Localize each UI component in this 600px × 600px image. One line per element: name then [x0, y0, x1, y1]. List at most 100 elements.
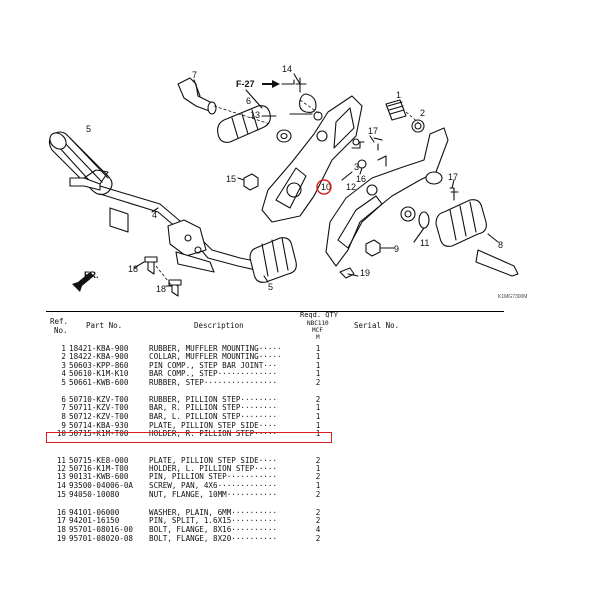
header-description: Description: [194, 321, 244, 330]
highlight-circle-callout-10: [316, 179, 332, 195]
callout-12[interactable]: 12: [346, 182, 356, 192]
flange-bolt-18: [144, 256, 182, 297]
pillion-step-bar-r: [177, 77, 217, 115]
callout-18-lower[interactable]: 18: [156, 284, 166, 294]
ref-no-cell: 13: [56, 472, 66, 481]
header-qty-line2: NBC110: [307, 320, 329, 327]
pillion-step-rubber-upper: [217, 105, 271, 143]
header-qty-line1: Reqd. QTY: [300, 311, 338, 319]
qty-cell: 1: [315, 421, 321, 430]
qty-cell: 2: [315, 456, 321, 465]
callout-1[interactable]: 1: [396, 90, 401, 100]
callout-10[interactable]: 10: [321, 182, 331, 192]
description-cell: HOLDER, R. PILLION STEP·····: [149, 429, 278, 438]
ref-no-cell: 11: [56, 456, 66, 465]
description-cell: COLLAR, MUFFLER MOUNTING·····: [149, 352, 282, 361]
ref-no-cell: 15: [56, 490, 66, 499]
description-cell: PLATE, PILLION STEP SIDE····: [149, 456, 278, 465]
description-cell: PIN COMP., STEP BAR JOINT···: [149, 361, 278, 370]
callout-18-left[interactable]: 18: [128, 264, 138, 274]
callout-9[interactable]: 9: [394, 244, 399, 254]
qty-cell: 1: [315, 361, 321, 370]
qty-cell: 1: [315, 352, 321, 361]
part-no-cell: 18422-KBA-900: [69, 352, 129, 361]
callout-14[interactable]: 14: [282, 64, 292, 74]
description-cell: PIN, PILLION STEP···········: [149, 472, 278, 481]
part-no-cell: 50716-K1M-T00: [69, 464, 129, 473]
pillion-step-bar-l: [435, 199, 519, 277]
qty-cell: 1: [315, 481, 321, 490]
description-cell: BOLT, FLANGE, 8X16··········: [149, 525, 278, 534]
callout-5-lower[interactable]: 5: [268, 282, 273, 292]
qty-cell: 2: [315, 534, 321, 543]
callout-17-left[interactable]: 17: [368, 126, 378, 136]
part-no-cell: 50712-KZV-T00: [69, 412, 129, 421]
description-cell: BOLT, FLANGE, 8X20··········: [149, 534, 278, 543]
section-reference-arrow: [262, 80, 280, 88]
qty-cell: 2: [315, 395, 321, 404]
callout-11[interactable]: 11: [420, 238, 429, 248]
description-cell: NUT, FLANGE, 10MM···········: [149, 490, 278, 499]
step-rubber-left: [48, 131, 113, 196]
callout-6[interactable]: 6: [246, 96, 251, 106]
ref-no-cell: 2: [61, 352, 66, 361]
callout-2[interactable]: 2: [420, 108, 425, 118]
part-no-cell: 50610-K1M-K10: [69, 369, 129, 378]
table-separator: [46, 311, 504, 312]
qty-cell: 1: [315, 403, 321, 412]
figure-code: K1MG7300M: [498, 294, 527, 300]
header-part-no: Part No.: [86, 321, 123, 330]
part-no-cell: 50714-KBA-930: [69, 421, 129, 430]
qty-cell: 2: [315, 378, 321, 387]
callout-7[interactable]: 7: [192, 70, 197, 80]
description-cell: BAR, L. PILLION STEP········: [149, 412, 278, 421]
description-cell: RUBBER, MUFFLER MOUNTING·····: [149, 344, 282, 353]
part-no-cell: 50661-KWB-600: [69, 378, 129, 387]
callout-16[interactable]: 16: [356, 174, 366, 184]
holder-l-pillion-step: [325, 127, 449, 267]
qty-cell: 4: [315, 525, 321, 534]
callout-5-upper[interactable]: 5: [86, 124, 91, 134]
section-reference: F-27: [236, 79, 255, 89]
part-no-cell: 50603-KPP-860: [69, 361, 129, 370]
ref-no-cell: 17: [56, 516, 66, 525]
exploded-parts-diagram: F-27 FR. 1 2 3 4 5 5 6 7 8 9 10 11 12 13…: [48, 64, 527, 300]
part-no-cell: 50711-KZV-T00: [69, 403, 129, 412]
ref-no-cell: 4: [61, 369, 66, 378]
header-qty-line3: MCF: [312, 327, 323, 334]
ref-no-cell: 3: [61, 361, 66, 370]
part-no-cell: 95701-08016-00: [69, 525, 134, 534]
ref-no-cell: 8: [61, 412, 66, 421]
part-no-cell: 93500-04006-0A: [69, 481, 134, 490]
highlighted-row-10: [46, 432, 332, 443]
front-direction-arrow: [72, 272, 94, 292]
qty-cell: 2: [315, 490, 321, 499]
callout-17-right[interactable]: 17: [448, 172, 458, 182]
ref-no-cell: 19: [56, 534, 66, 543]
part-no-cell: 94101-06000: [69, 508, 120, 517]
qty-cell: 2: [315, 508, 321, 517]
part-no-cell: 50710-KZV-T00: [69, 395, 129, 404]
callout-13[interactable]: 13: [250, 110, 260, 120]
description-cell: SCREW, PAN, 4X6·············: [149, 481, 278, 490]
ref-no-cell: 14: [56, 481, 66, 490]
callout-15[interactable]: 15: [226, 174, 236, 184]
description-cell: PIN, SPLIT, 1.6X15··········: [149, 516, 278, 525]
callout-8[interactable]: 8: [498, 240, 503, 250]
qty-cell: 1: [315, 429, 321, 438]
callout-4[interactable]: 4: [152, 210, 157, 220]
qty-cell: 1: [315, 464, 321, 473]
description-cell: HOLDER, L. PILLION STEP·····: [149, 464, 278, 473]
description-cell: RUBBER, PILLION STEP········: [149, 395, 278, 404]
ref-no-cell: 18: [56, 525, 66, 534]
step-rubber-lower: [249, 237, 297, 283]
ref-no-cell: 6: [61, 395, 66, 404]
qty-cell: 1: [315, 369, 321, 378]
part-no-cell: 95701-08020-08: [69, 534, 134, 543]
ref-no-cell: 5: [61, 378, 66, 387]
qty-cell: 2: [315, 516, 321, 525]
callout-19[interactable]: 19: [360, 268, 370, 278]
qty-cell: 2: [315, 472, 321, 481]
callout-3[interactable]: 3: [354, 162, 359, 172]
